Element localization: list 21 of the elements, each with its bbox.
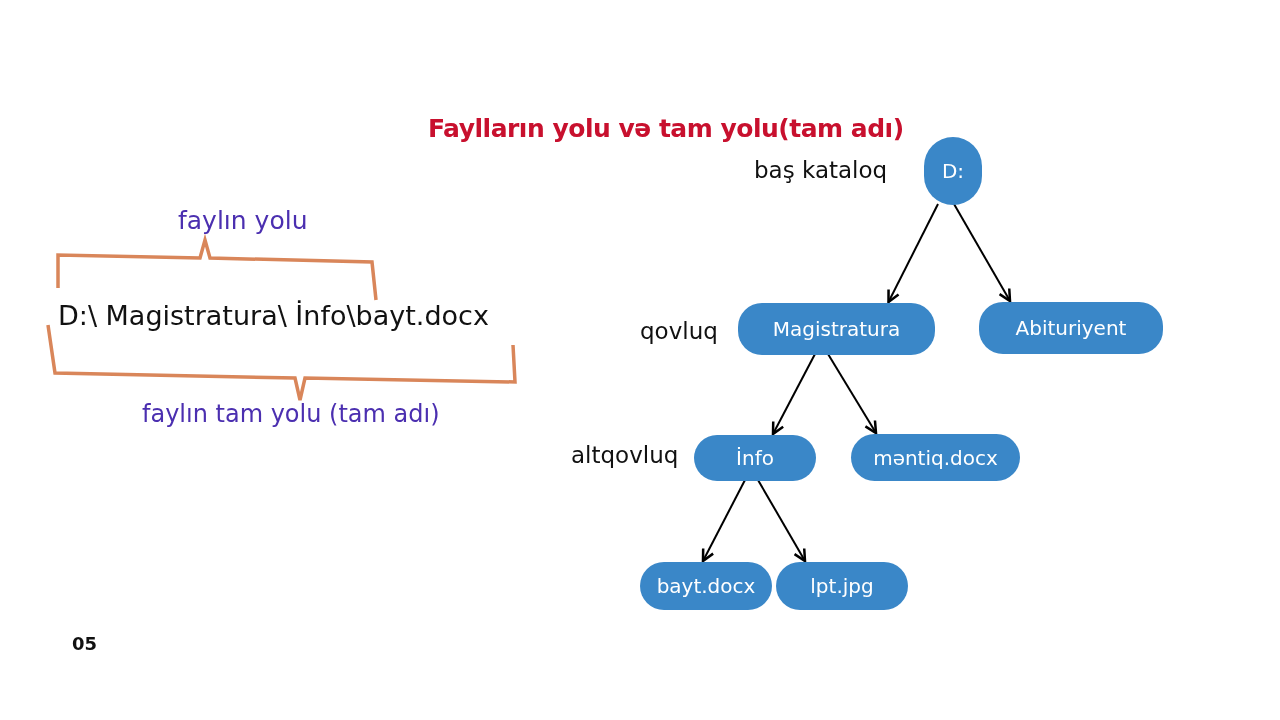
arrow: [953, 203, 1012, 303]
folder-node: Magistratura: [738, 303, 935, 355]
arrow: [827, 353, 878, 435]
brace-label: faylın tam yolu (tam adı): [142, 400, 440, 428]
folder-node: Abituriyent: [979, 302, 1163, 354]
arrow: [887, 203, 939, 304]
folder-node: bayt.docx: [640, 562, 772, 610]
folder-node: İnfo: [694, 435, 816, 481]
folder-node: lpt.jpg: [776, 562, 908, 610]
title: Faylların yolu və tam yolu(tam adı): [428, 114, 904, 143]
folder-node: məntiq.docx: [851, 434, 1020, 481]
file-path: D:\ Magistratura\ İnfo\bayt.docx: [58, 300, 489, 331]
folder-node: D:: [924, 137, 982, 205]
node-caption: baş kataloq: [754, 157, 888, 183]
node-caption: altqovluq: [571, 442, 679, 468]
page-number: 05: [72, 633, 98, 654]
node-caption: qovluq: [640, 318, 718, 344]
arrow: [771, 353, 816, 436]
arrow: [701, 479, 746, 563]
brace-label: faylın yolu: [178, 206, 308, 235]
arrow: [757, 479, 807, 563]
